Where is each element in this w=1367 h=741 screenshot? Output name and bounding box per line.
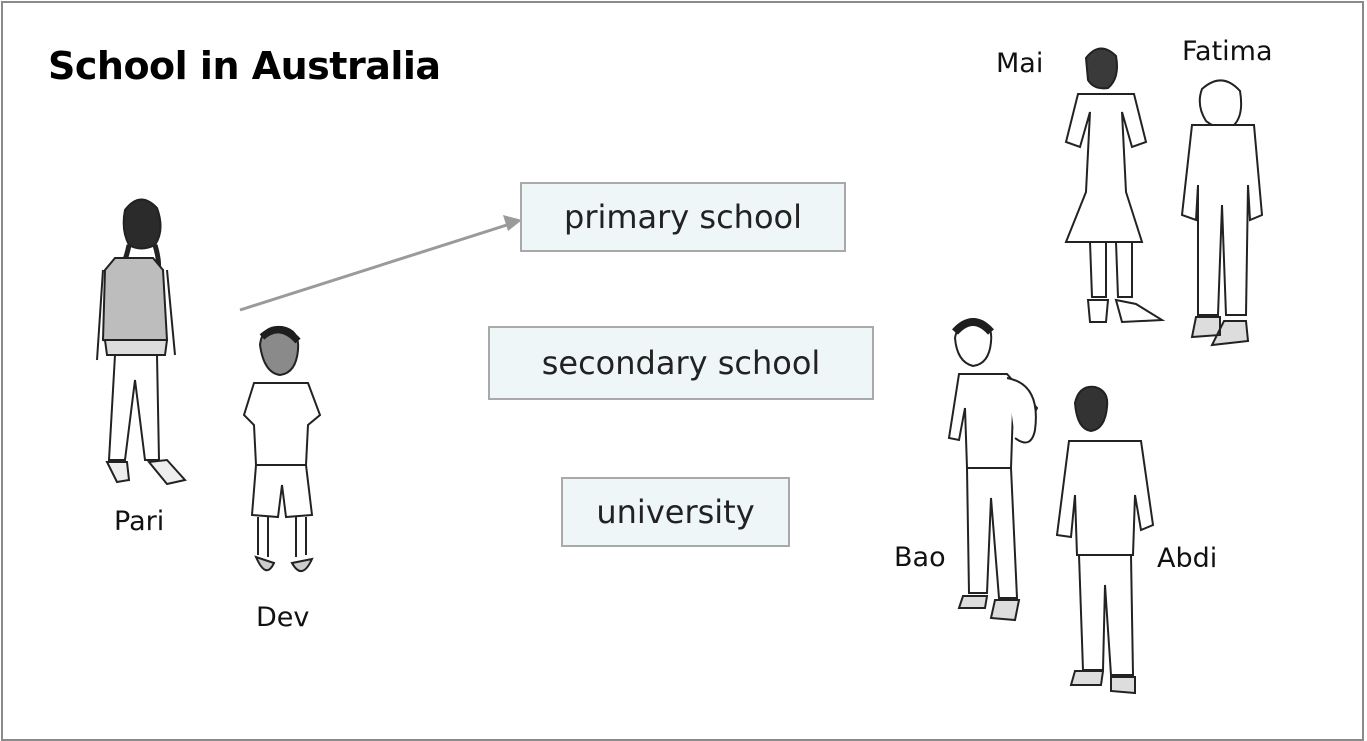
primary-school-box[interactable]: primary school bbox=[520, 182, 846, 252]
pari-illustration bbox=[96, 198, 187, 486]
secondary-school-box[interactable]: secondary school bbox=[488, 326, 874, 400]
abdi-name: Abdi bbox=[1157, 543, 1218, 574]
page-title: School in Australia bbox=[48, 44, 441, 88]
mai-illustration bbox=[1064, 47, 1166, 324]
abdi-illustration bbox=[1055, 385, 1155, 695]
fatima-illustration bbox=[1180, 79, 1264, 347]
bao-illustration bbox=[947, 318, 1039, 622]
pari-name: Pari bbox=[114, 506, 165, 537]
bao-name: Bao bbox=[894, 542, 946, 573]
mai-name: Mai bbox=[996, 48, 1044, 79]
university-box[interactable]: university bbox=[561, 477, 790, 547]
dev-name: Dev bbox=[256, 602, 310, 633]
dev-illustration bbox=[242, 325, 322, 572]
university-label: university bbox=[596, 493, 755, 531]
secondary-school-label: secondary school bbox=[541, 344, 821, 382]
fatima-name: Fatima bbox=[1182, 36, 1273, 67]
arrow-to-primary-school bbox=[239, 215, 522, 312]
primary-school-label: primary school bbox=[564, 198, 802, 236]
